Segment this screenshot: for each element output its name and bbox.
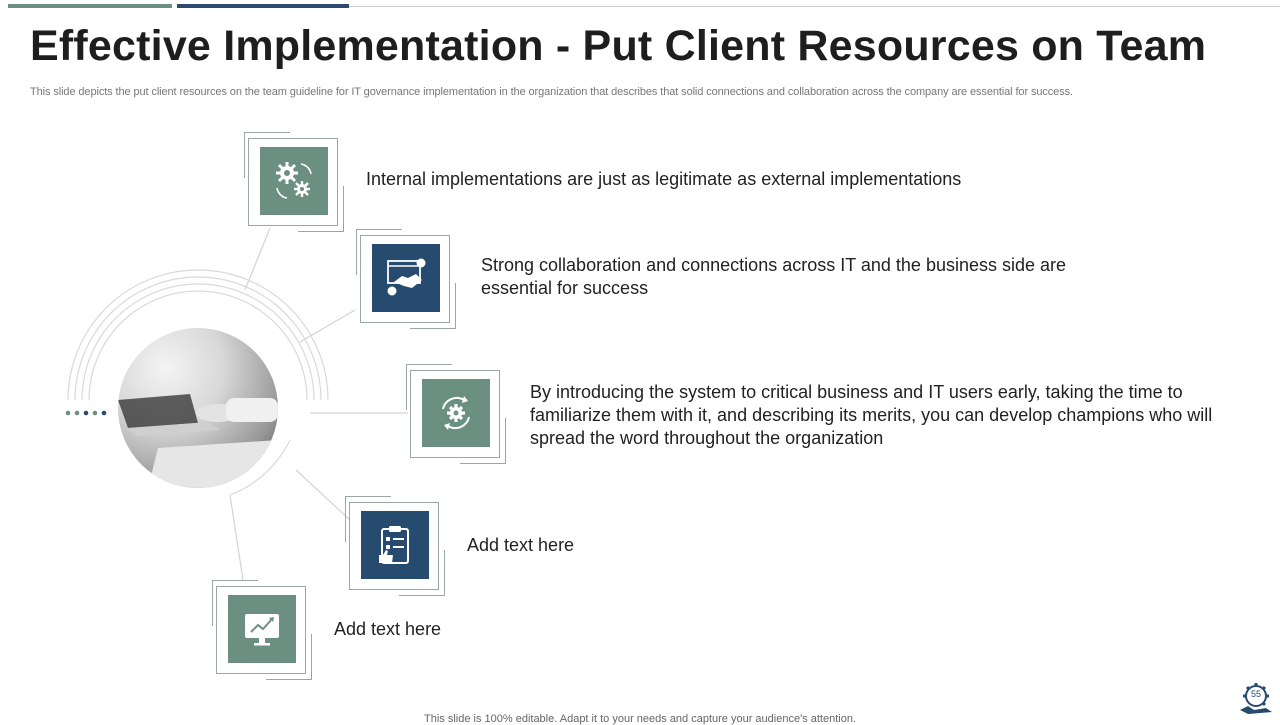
monitor-chart-icon bbox=[245, 614, 279, 646]
page-number: 55 bbox=[1250, 689, 1261, 699]
top-divider-line bbox=[349, 6, 1280, 7]
clipboard-checklist-icon bbox=[379, 526, 409, 564]
item-1-text: Internal implementations are just as leg… bbox=[366, 169, 962, 189]
top-accent-bar-green bbox=[8, 4, 172, 8]
footer-note: This slide is 100% editable. Adapt it to… bbox=[424, 713, 856, 725]
item-2-icon-box bbox=[356, 229, 456, 329]
top-accent-bar-navy bbox=[177, 4, 349, 8]
page-title: Effective Implementation - Put Client Re… bbox=[30, 22, 1207, 70]
gear-logo-icon bbox=[1240, 683, 1272, 714]
item-2-text: Strong collaboration and connections acr… bbox=[481, 255, 1067, 298]
gear-refresh-icon bbox=[442, 396, 470, 430]
item-5-text: Add text here bbox=[334, 619, 442, 639]
item-1-icon-box bbox=[244, 132, 344, 232]
item-5-icon-box bbox=[212, 580, 312, 680]
page-subtitle: This slide depicts the put client resour… bbox=[30, 86, 1073, 98]
item-3-icon-box bbox=[406, 364, 506, 464]
item-4-icon-box bbox=[345, 496, 445, 596]
gears-icon bbox=[276, 162, 312, 199]
handshake-icon bbox=[387, 258, 426, 296]
dots-indicator bbox=[65, 410, 107, 416]
laptop-photo bbox=[118, 328, 278, 488]
item-3-text: By introducing the system to critical bu… bbox=[530, 382, 1213, 448]
item-4-text: Add text here bbox=[467, 535, 575, 555]
